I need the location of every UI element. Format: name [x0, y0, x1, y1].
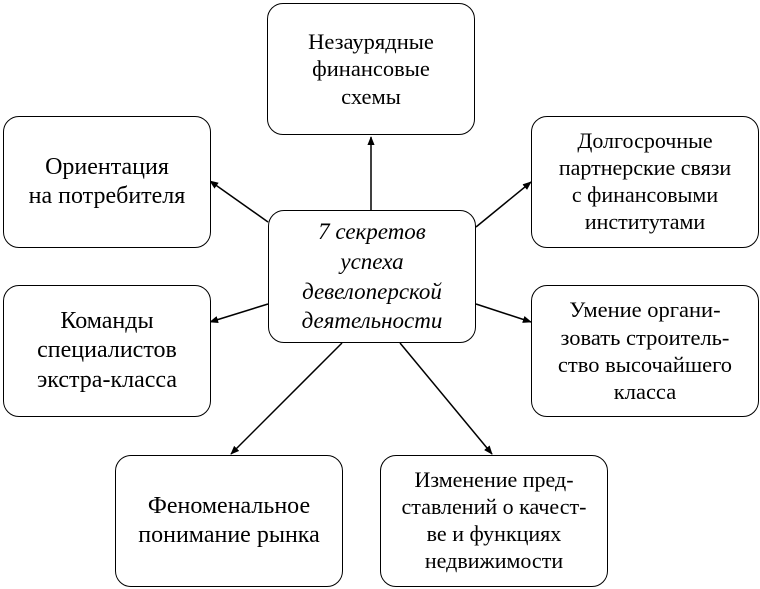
arrow-to-top-right	[475, 181, 532, 228]
node-top-left-label: Ориентация на потребителя	[28, 153, 186, 209]
node-mid-left: Команды специалистов экстра-класса	[3, 285, 211, 417]
node-bottom-left-label: Феноменальное понимание рынка	[138, 492, 320, 548]
arrow-to-mid-right	[475, 303, 532, 323]
node-top-right: Долгосрочные партнерские связи с финансо…	[531, 116, 759, 248]
center-node-label: 7 секретов успеха девелоперской деятельн…	[301, 218, 443, 334]
node-top-right-label: Долгосрочные партнерские связи с финансо…	[558, 128, 732, 234]
node-bottom-left: Феноменальное понимание рынка	[115, 455, 343, 587]
arrow-to-top-left	[209, 180, 269, 223]
arrow-to-bottom-left	[230, 342, 343, 455]
arrow-to-mid-left	[209, 303, 269, 324]
node-mid-right: Умение органи- зовать строитель- ство вы…	[531, 285, 759, 417]
node-top: Незаурядные финансовые схемы	[267, 3, 475, 135]
center-node: 7 секретов успеха девелоперской деятельн…	[268, 210, 476, 343]
node-top-label: Незаурядные финансовые схемы	[308, 28, 434, 109]
arrow-to-bottom-right	[399, 342, 493, 455]
node-bottom-right: Изменение пред- ставлений о качест- ве и…	[380, 455, 608, 587]
node-mid-left-label: Команды специалистов экстра-класса	[37, 308, 177, 393]
node-top-left: Ориентация на потребителя	[3, 116, 211, 248]
node-mid-right-label: Умение органи- зовать строитель- ство вы…	[557, 297, 733, 405]
node-bottom-right-label: Изменение пред- ставлений о качест- ве и…	[401, 467, 587, 573]
